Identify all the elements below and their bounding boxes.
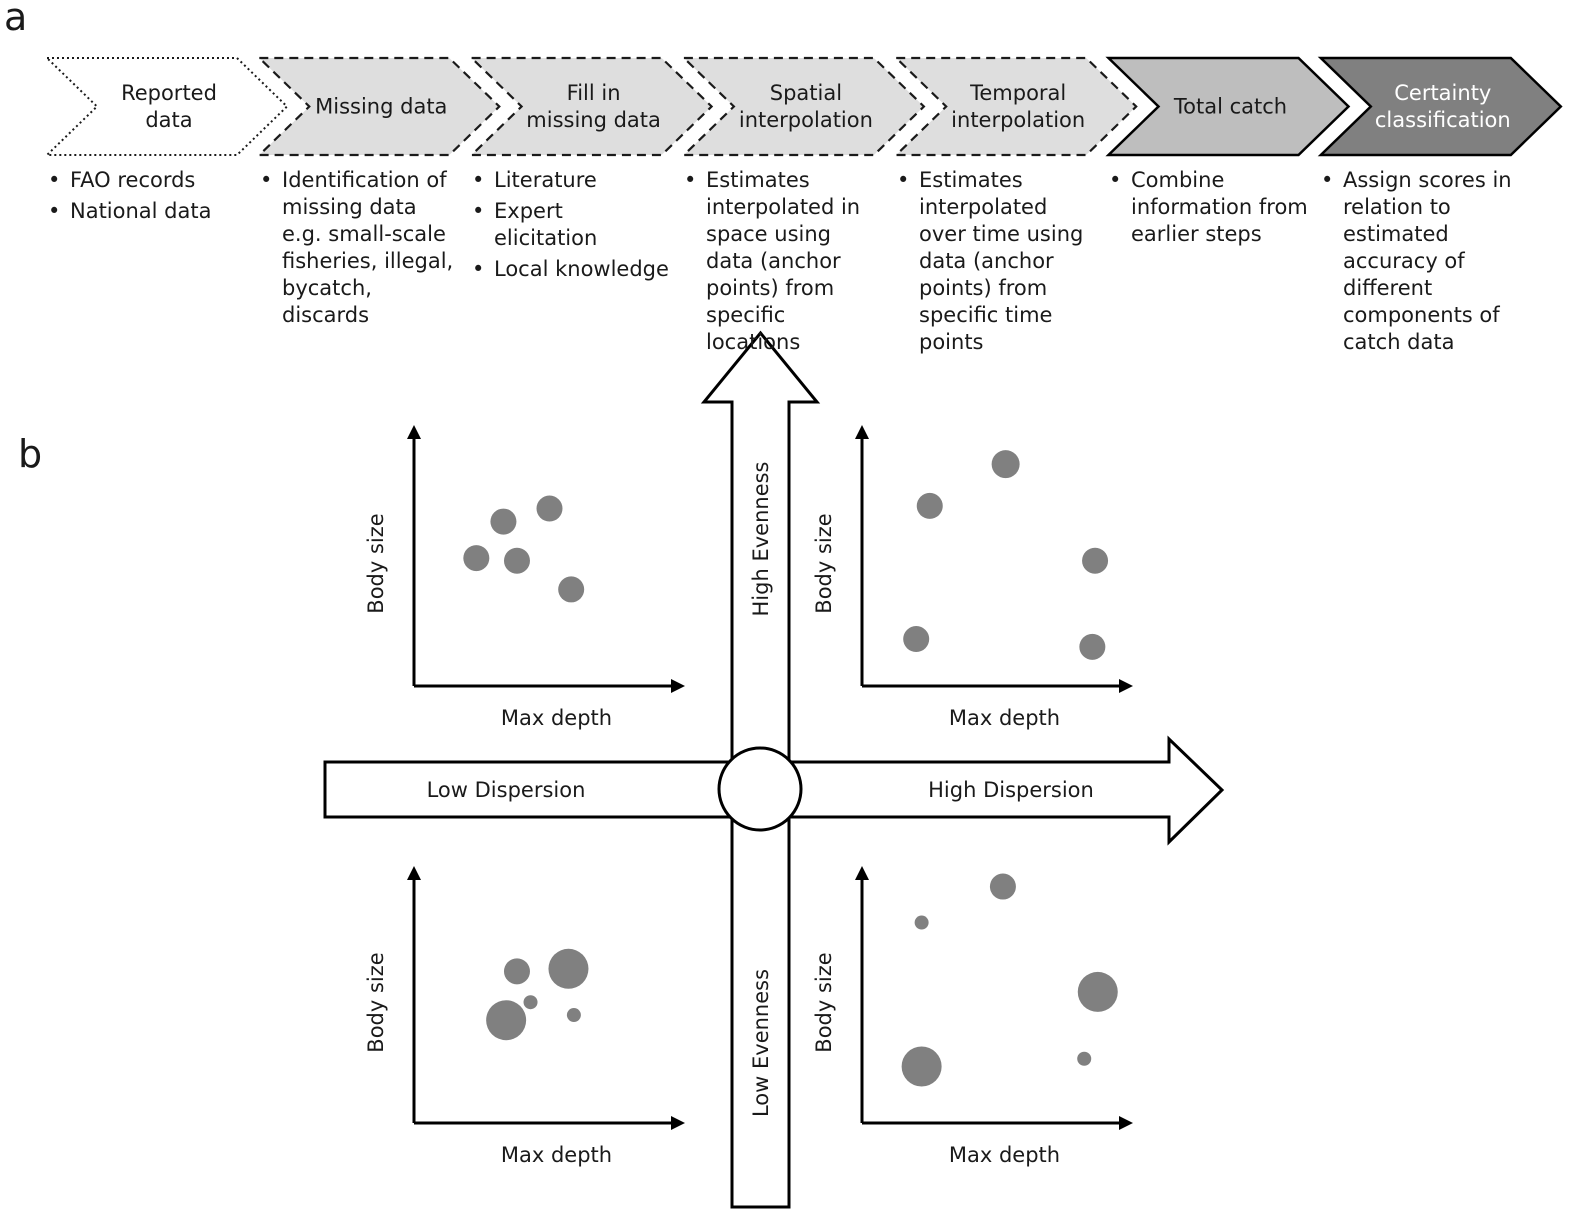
data-point — [548, 948, 589, 989]
bullet-item: Literature — [472, 167, 672, 194]
step-bullets-5: Estimates interpolated over time using d… — [897, 167, 1097, 360]
x-axis-arrowhead — [671, 1116, 685, 1130]
step-label: Temporal — [969, 81, 1066, 105]
bullet-item: Estimates interpolated in space using da… — [684, 167, 884, 356]
step-chevron — [893, 56, 1138, 157]
workflow-step-4: Spatial interpolation — [681, 56, 926, 157]
step-label: Missing data — [315, 95, 447, 119]
data-point — [991, 450, 1020, 479]
data-point — [503, 547, 530, 574]
workflow-step-6: Total catch — [1105, 56, 1351, 157]
high-dispersion-label: High Dispersion — [928, 778, 1094, 802]
y-axis-arrowhead — [407, 425, 421, 439]
low-dispersion-label: Low Dispersion — [427, 778, 586, 802]
step-chevron — [256, 56, 501, 157]
step-label: data — [145, 108, 192, 132]
data-point — [903, 626, 930, 653]
scatter-bottom-right: Max depth Body size — [812, 866, 1133, 1167]
step-bullets-7: Assign scores in relation to estimated a… — [1321, 167, 1536, 360]
data-point — [536, 495, 563, 522]
step-label: Total catch — [1173, 95, 1287, 119]
x-axis-arrowhead — [671, 679, 685, 693]
x-axis-arrowhead — [1119, 1116, 1133, 1130]
y-axis-arrowhead — [855, 866, 869, 880]
data-point — [901, 1046, 942, 1087]
low-evenness-label: Low Evenness — [749, 969, 773, 1117]
data-point — [566, 1008, 581, 1023]
data-point — [916, 492, 943, 519]
workflow-step-5: Temporal interpolation — [893, 56, 1138, 157]
scatter-top-right: Max depth Body size — [812, 425, 1133, 730]
data-point — [558, 576, 585, 603]
bullet-item: Estimates interpolated over time using d… — [897, 167, 1097, 356]
y-axis-label: Body size — [364, 952, 388, 1052]
step-label: Reported — [121, 81, 217, 105]
step-label: missing data — [526, 108, 661, 132]
workflow-step-1: Reported data — [44, 57, 289, 156]
step-bullets-2: Identification of missing data e.g. smal… — [260, 167, 460, 333]
step-label: Certainty — [1394, 81, 1491, 105]
step-bullets-1: FAO recordsNational data — [48, 167, 258, 229]
high-evenness-label: High Evenness — [749, 462, 773, 617]
data-point — [1079, 633, 1106, 660]
data-point — [463, 545, 490, 572]
step-chevron — [468, 56, 714, 157]
data-point — [1077, 1051, 1092, 1066]
panel-b: b High Evenness Low Evenness Low Dispers… — [18, 330, 1225, 1209]
step-label: classification — [1375, 108, 1511, 132]
data-point — [503, 958, 530, 985]
data-point — [914, 915, 929, 930]
x-axis-label: Max depth — [949, 1143, 1060, 1167]
bullet-item: Expert elicitation — [472, 198, 672, 252]
data-point — [1082, 547, 1109, 574]
data-point — [486, 1000, 527, 1041]
workflow-step-3: Fill in missing data — [468, 56, 714, 157]
x-axis-arrowhead — [1119, 679, 1133, 693]
scatter-top-left: Max depth Body size — [364, 425, 685, 730]
panel-a-letter: a — [4, 0, 27, 39]
step-bullets-4: Estimates interpolated in space using da… — [684, 167, 884, 360]
y-axis-arrowhead — [855, 425, 869, 439]
x-axis-label: Max depth — [501, 1143, 612, 1167]
y-axis-arrowhead — [407, 866, 421, 880]
scatter-bottom-left: Max depth Body size — [364, 866, 685, 1167]
bullet-item: Combine information from earlier steps — [1109, 167, 1309, 248]
data-point — [490, 508, 517, 535]
data-point — [989, 873, 1016, 900]
workflow-chevrons: Reported data Missing data Fill in missing d… — [44, 56, 1563, 157]
bullet-item: National data — [48, 198, 258, 225]
step-chevron — [681, 56, 926, 157]
y-axis-label: Body size — [812, 513, 836, 613]
panel-b-letter: b — [18, 432, 42, 476]
step-chevron — [44, 57, 289, 156]
y-axis-label: Body size — [812, 952, 836, 1052]
step-label: Fill in — [567, 81, 621, 105]
step-label: interpolation — [951, 108, 1085, 132]
step-chevron — [1317, 56, 1563, 157]
data-point — [523, 995, 538, 1010]
origin-circle — [717, 746, 803, 832]
step-bullets-6: Combine information from earlier steps — [1109, 167, 1309, 252]
data-point — [1077, 971, 1118, 1012]
y-axis-label: Body size — [364, 513, 388, 613]
bullet-item: Identification of missing data e.g. smal… — [260, 167, 460, 329]
workflow-step-2: Missing data — [256, 56, 501, 157]
bullet-item: Assign scores in relation to estimated a… — [1321, 167, 1536, 356]
step-label: Spatial — [770, 81, 842, 105]
x-axis-label: Max depth — [949, 706, 1060, 730]
step-label: interpolation — [739, 108, 873, 132]
workflow-step-7: Certainty classification — [1317, 56, 1563, 157]
step-bullets-3: LiteratureExpert elicitationLocal knowle… — [472, 167, 672, 287]
bullet-item: Local knowledge — [472, 256, 672, 283]
x-axis-label: Max depth — [501, 706, 612, 730]
bullet-item: FAO records — [48, 167, 258, 194]
step-chevron — [1105, 56, 1351, 157]
